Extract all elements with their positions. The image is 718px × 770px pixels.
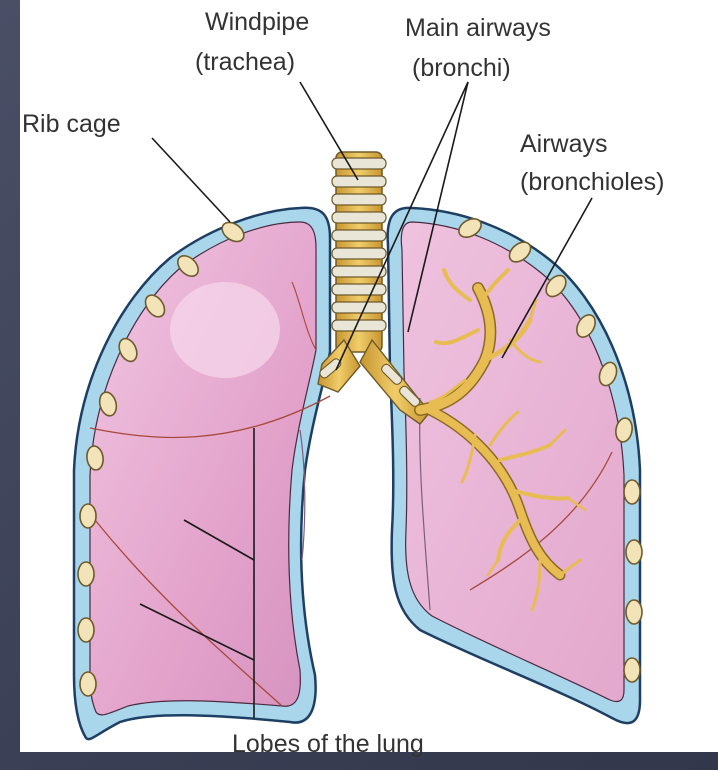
- right-lung: [388, 208, 640, 723]
- trachea-ring: [332, 302, 386, 313]
- rib: [624, 658, 640, 682]
- trachea-ring: [332, 212, 386, 223]
- main-airways-label: Main airways: [405, 14, 551, 42]
- rib: [80, 672, 96, 696]
- rib: [626, 600, 642, 624]
- windpipe-sublabel: (trachea): [195, 48, 295, 76]
- main-airways-sublabel: (bronchi): [412, 54, 511, 82]
- trachea-ring: [332, 158, 386, 169]
- lobes-label: Lobes of the lung: [232, 730, 424, 758]
- trachea-ring: [332, 230, 386, 241]
- rib: [624, 480, 640, 504]
- rib: [78, 618, 94, 642]
- windpipe-label: Windpipe: [205, 8, 309, 36]
- rib-cage-label: Rib cage: [22, 110, 121, 138]
- trachea-ring: [332, 194, 386, 205]
- trachea-ring: [332, 284, 386, 295]
- airways-sublabel: (bronchioles): [520, 168, 665, 196]
- rib: [626, 540, 642, 564]
- rib: [78, 562, 94, 586]
- airways-label: Airways: [520, 130, 608, 158]
- windpipe-leader: [300, 82, 358, 180]
- left-lung: [74, 208, 330, 739]
- rib-cage-leader: [152, 138, 230, 222]
- left-lung-highlight: [170, 282, 280, 378]
- rib: [80, 504, 96, 528]
- trachea-ring: [332, 266, 386, 277]
- trachea-ring: [332, 176, 386, 187]
- trachea-ring: [332, 248, 386, 259]
